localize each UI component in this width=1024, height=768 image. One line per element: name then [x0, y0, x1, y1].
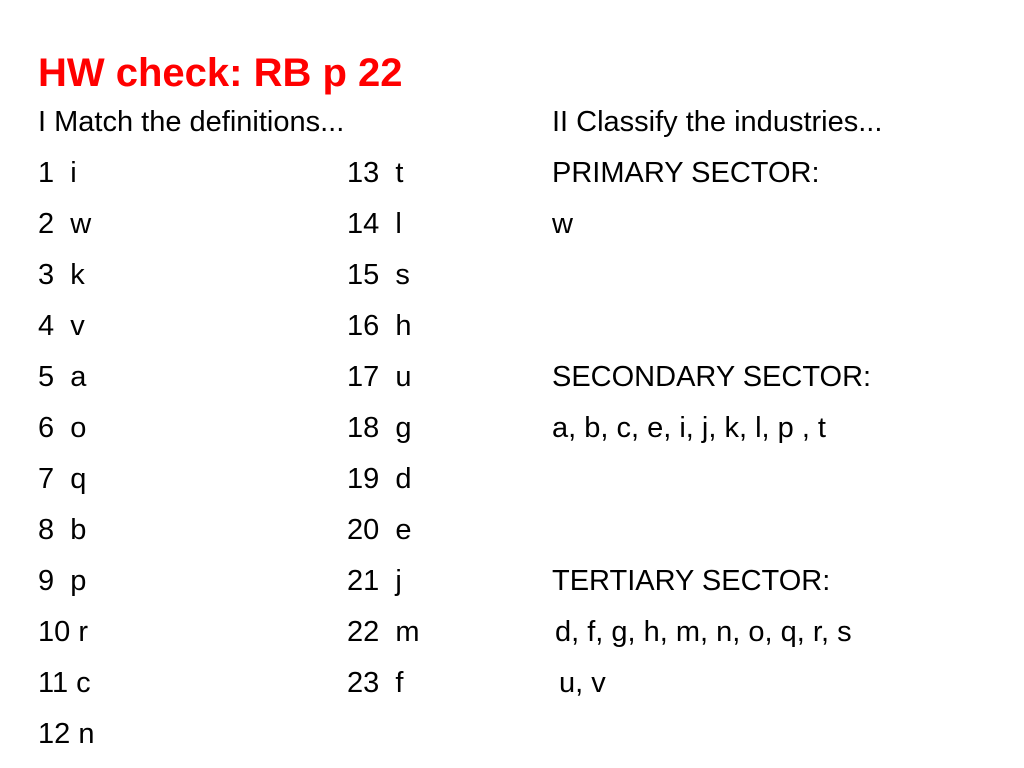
slide-title: HW check: RB p 22 — [38, 51, 403, 95]
match-item: 4 v — [38, 310, 85, 342]
primary-sector-label: PRIMARY SECTOR: — [552, 157, 820, 189]
match-item: 6 o — [38, 412, 87, 444]
match-item: 17 u — [347, 361, 412, 393]
part1-heading: I Match the definitions... — [38, 106, 345, 138]
match-item: 12 n — [38, 718, 95, 750]
secondary-sector-label: SECONDARY SECTOR: — [552, 361, 872, 393]
match-item: 11 c — [38, 667, 91, 699]
match-item: 23 f — [347, 667, 404, 699]
match-item: 5 a — [38, 361, 87, 393]
match-item: 1 i — [38, 157, 77, 189]
secondary-sector-items: a, b, c, e, i, j, k, l, p , t — [552, 412, 826, 444]
match-item: 18 g — [347, 412, 412, 444]
match-item: 8 b — [38, 514, 87, 546]
tertiary-sector-items: d, f, g, h, m, n, o, q, r, s — [555, 616, 852, 648]
primary-sector-items: w — [552, 208, 573, 240]
match-item: 16 h — [347, 310, 412, 342]
match-item: 22 m — [347, 616, 420, 648]
match-item: 13 t — [347, 157, 404, 189]
tertiary-sector-items-continued: u, v — [559, 667, 606, 699]
match-item: 2 w — [38, 208, 92, 240]
tertiary-sector-label: TERTIARY SECTOR: — [552, 565, 831, 597]
match-item: 7 q — [38, 463, 87, 495]
part2-heading: II Classify the industries... — [552, 106, 883, 138]
match-item: 21 j — [347, 565, 402, 597]
match-item: 3 k — [38, 259, 85, 291]
match-item: 20 e — [347, 514, 412, 546]
match-item: 19 d — [347, 463, 412, 495]
match-item: 15 s — [347, 259, 410, 291]
match-item: 14 l — [347, 208, 402, 240]
match-item: 10 r — [38, 616, 88, 648]
match-item: 9 p — [38, 565, 87, 597]
